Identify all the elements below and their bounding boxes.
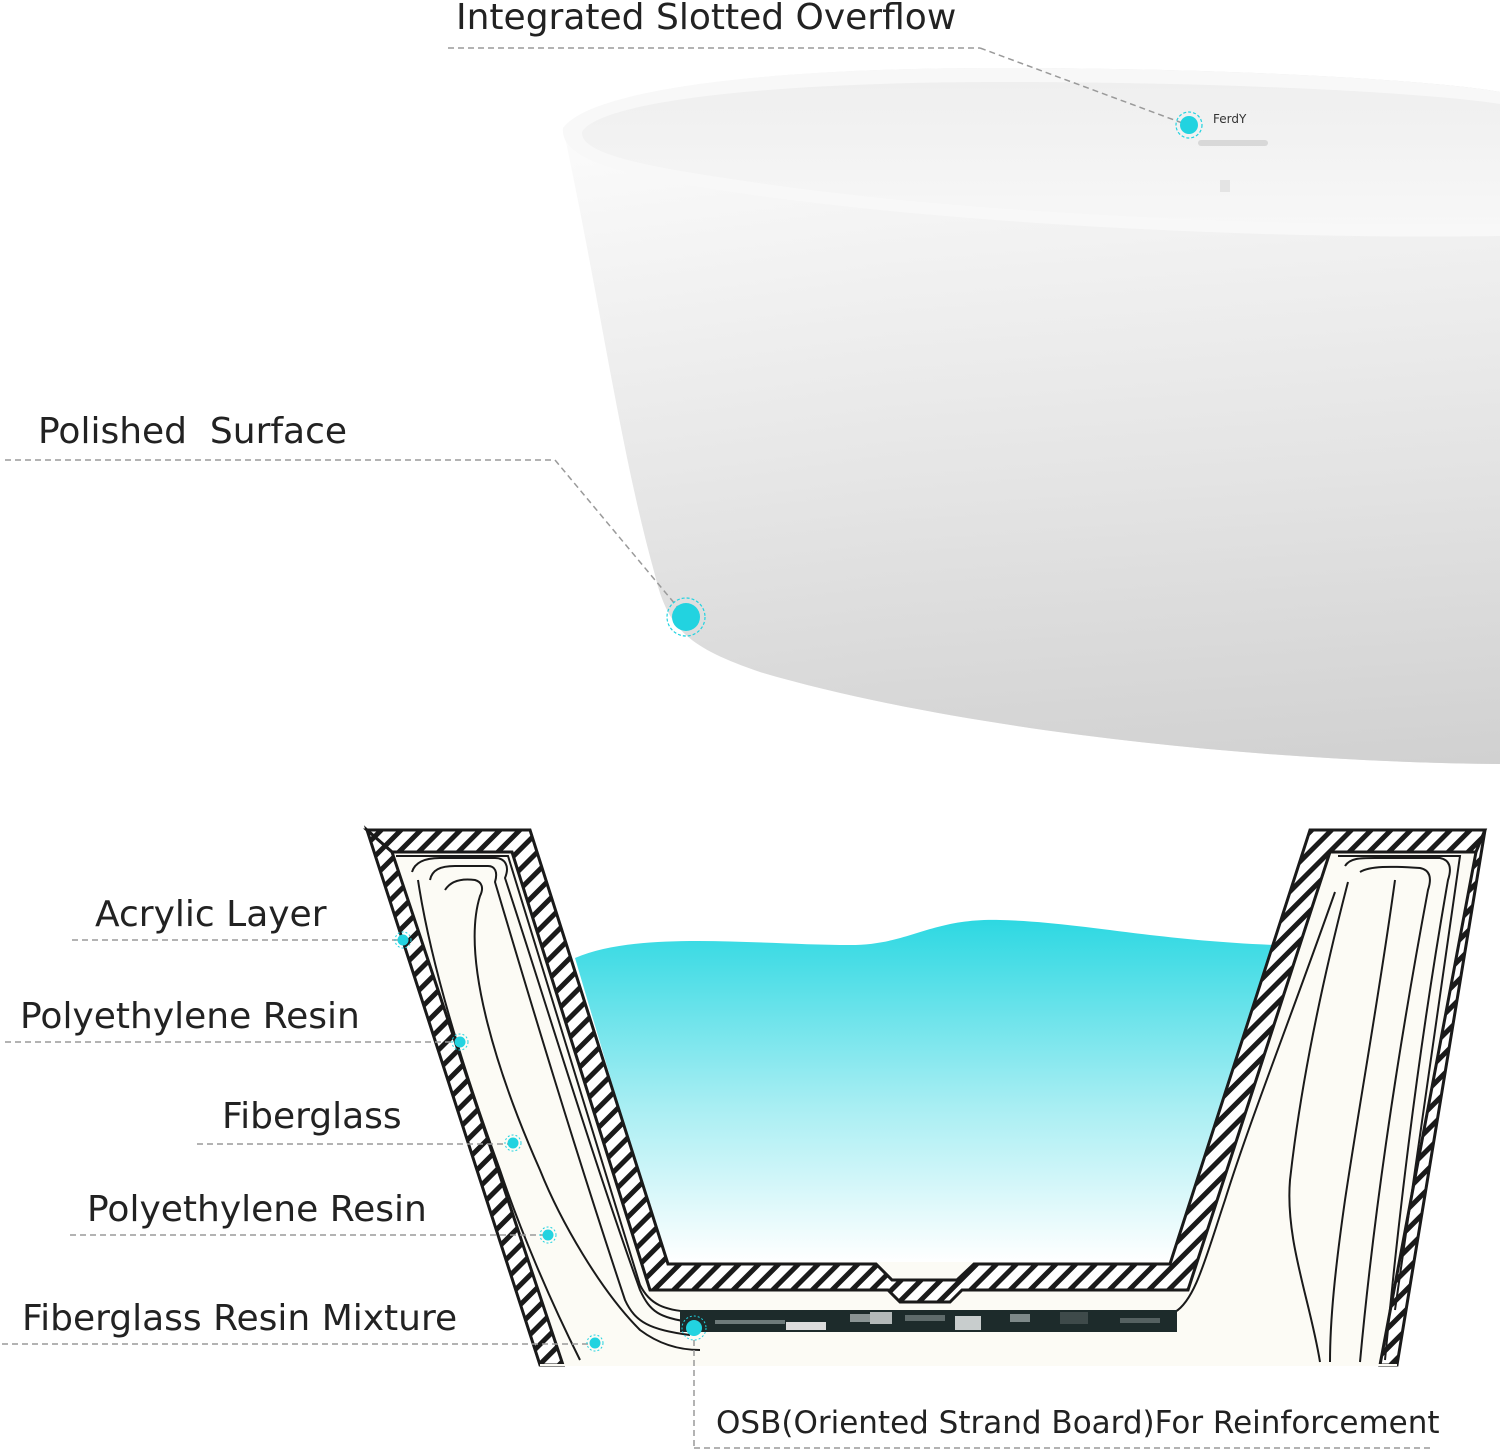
left-contour-3 (429, 865, 691, 1336)
layer-callouts (2, 931, 1430, 1449)
mixture-marker-ring (586, 1334, 604, 1352)
poly-resin-2-marker-ring (539, 1226, 557, 1244)
right-contour-3 (1359, 865, 1431, 1363)
left-contour-4 (444, 878, 701, 1351)
acrylic-callout (72, 931, 412, 949)
fiberglass-callout (197, 1134, 522, 1152)
mixture-callout (2, 1334, 604, 1352)
osb-marker-ring (681, 1315, 707, 1341)
poly-resin-2-marker-dot (542, 1229, 554, 1241)
fiberglass-marker-ring (504, 1134, 522, 1152)
acrylic-marker-ring (394, 931, 412, 949)
left-contour-5 (417, 879, 581, 1361)
tub-inner-basin (581, 82, 1500, 225)
right-contour-4 (1288, 881, 1349, 1363)
fiberglass-marker-dot (507, 1137, 519, 1149)
osb-marker-dot (686, 1320, 702, 1336)
right-contour-1 (1338, 855, 1462, 1311)
bathtub-photo: FerdY (562, 68, 1500, 764)
polished-surface-label: Polished Surface (38, 411, 348, 452)
water (575, 919, 1275, 1262)
osb-strand-2 (786, 1322, 826, 1330)
overflow-callout (448, 47, 1203, 139)
osb-strand-9 (1120, 1318, 1160, 1323)
fiberglass-resin-mixture-label: Fiberglass Resin Mixture (22, 1298, 458, 1339)
overflow-marker-ring (1175, 111, 1203, 139)
brand-logo: FerdY (1213, 112, 1247, 126)
poly-resin-1-marker-ring (451, 1033, 469, 1051)
overflow-slot (1198, 140, 1268, 146)
osb-strand-6 (955, 1316, 981, 1330)
polyethylene-resin-label-2: Polyethylene Resin (87, 1189, 427, 1230)
acrylic-marker-dot (397, 934, 409, 946)
surface-leader-diagonal (554, 459, 681, 611)
surface-callout (5, 459, 706, 637)
mixture-marker-dot (589, 1337, 601, 1349)
left-layer-contours (396, 855, 701, 1361)
polyethylene-resin-label-1: Polyethylene Resin (20, 996, 360, 1037)
osb-strand-4 (870, 1312, 892, 1324)
right-layer-contours (1099, 855, 1462, 1363)
poly-resin-1-callout (5, 1033, 469, 1051)
overflow-label: Integrated Slotted Overflow (456, 0, 957, 38)
cross-section (363, 825, 1488, 1367)
osb-strand-1 (715, 1320, 785, 1324)
osb-strand-5 (905, 1315, 945, 1321)
overflow-marker-dot (1180, 116, 1198, 134)
osb-label: OSB(Oriented Strand Board)For Reinforcem… (716, 1405, 1440, 1441)
osb-strand-7 (1010, 1314, 1030, 1322)
right-contour-6 (1329, 879, 1396, 1363)
osb-callout (681, 1315, 1430, 1449)
surface-marker-ring (666, 597, 706, 637)
poly-resin-1-marker-dot (454, 1036, 466, 1048)
overflow-leader-diagonal (979, 47, 1186, 125)
osb-strand-3 (850, 1314, 875, 1322)
acrylic-layer-label: Acrylic Layer (95, 894, 327, 935)
osb-board (680, 1310, 1177, 1332)
left-contour-2 (411, 857, 691, 1323)
osb-strand-8 (1060, 1312, 1088, 1324)
right-contour-2 (1344, 857, 1451, 1361)
fiberglass-label: Fiberglass (222, 1096, 402, 1137)
poly-resin-2-callout (70, 1226, 557, 1244)
surface-marker-dot (672, 603, 700, 631)
drain-mark (1220, 180, 1230, 192)
tub-shadow-side (563, 128, 1500, 764)
